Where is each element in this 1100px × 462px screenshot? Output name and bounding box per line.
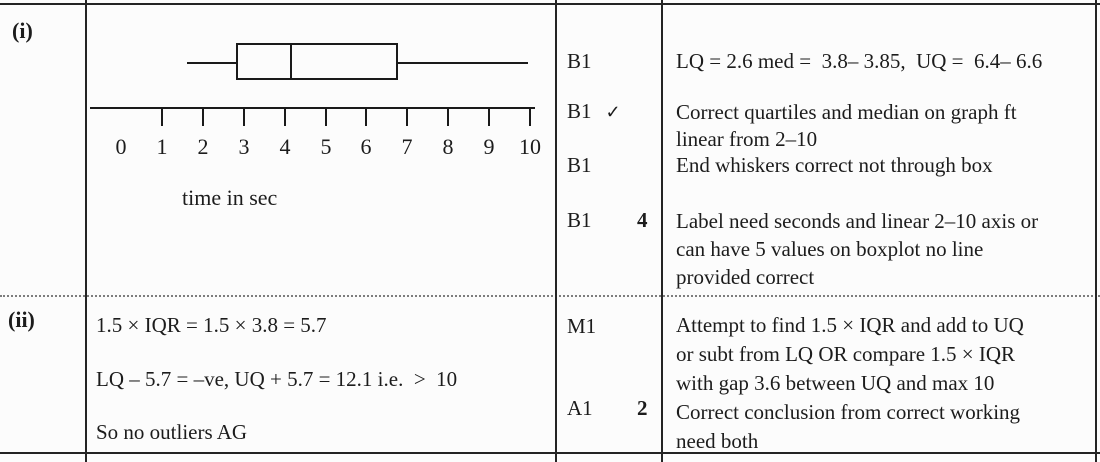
- mark-code: B1: [567, 153, 592, 177]
- comment-line: provided correct: [676, 265, 815, 289]
- comment-block: Label need seconds and linear 2–10 axis …: [676, 207, 1091, 291]
- comment-block: Correct quartiles and median on graph ft…: [676, 99, 1091, 153]
- axis-tick: [406, 109, 408, 126]
- mark-row: B1 4: [567, 207, 655, 234]
- mark-code: A1: [567, 396, 593, 420]
- axis-tick-label: 0: [115, 134, 127, 159]
- axis-tick: [447, 109, 449, 126]
- comment-line: End whiskers correct not through box: [676, 153, 993, 177]
- comment-line: Attempt to find 1.5 × IQR and add to UQ: [676, 313, 1024, 337]
- table-border-bottom: [0, 452, 1100, 454]
- row-separator-dashed: [0, 295, 1100, 297]
- comment-line: can have 5 values on boxplot no line: [676, 237, 984, 261]
- mark-row: B1: [567, 48, 655, 75]
- mark-code: B1: [567, 208, 592, 232]
- axis-tick-label: 6: [360, 134, 372, 159]
- axis-tick-label: 5: [320, 134, 332, 159]
- axis-label: time in sec: [182, 185, 278, 210]
- boxplot-median-line: [290, 43, 292, 80]
- part-label-ii: (ii): [8, 307, 35, 332]
- axis-tick-label: 10: [519, 134, 541, 159]
- mark-total: 2: [637, 396, 648, 420]
- axis-tick: [365, 109, 367, 126]
- mark-row: M1: [567, 313, 655, 340]
- comment-line: LQ = 2.6 med = 3.8– 3.85, UQ = 6.4– 6.6: [676, 49, 1043, 73]
- axis-tick: [488, 109, 490, 126]
- comment-line: linear from 2–10: [676, 127, 818, 151]
- boxplot-figure: 0 1 2 3 4 5 6 7 8 9 10 time in sec: [86, 30, 556, 230]
- comment-line: Correct quartiles and median on graph ft: [676, 100, 1017, 124]
- working-line: LQ – 5.7 = –ve, UQ + 5.7 = 12.1 i.e. > 1…: [96, 367, 458, 391]
- axis-tick: [202, 109, 204, 126]
- axis-tick: [161, 109, 163, 126]
- column-divider-comments: [661, 0, 663, 462]
- axis-tick: [325, 109, 327, 126]
- comment-line: Label need seconds and linear 2–10 axis …: [676, 209, 1039, 233]
- axis-tick-label: 8: [442, 134, 454, 159]
- mark-code: B1: [567, 49, 592, 73]
- mark-row: A1 2: [567, 395, 655, 422]
- mark-code: B1: [567, 99, 592, 123]
- comment-line: Correct conclusion from correct working: [676, 400, 1021, 424]
- boxplot-left-whisker: [187, 62, 236, 64]
- comment-line: with gap 3.6 between UQ and max 10: [676, 371, 995, 395]
- axis-tick-label: 9: [483, 134, 495, 159]
- table-border-top: [0, 3, 1100, 5]
- comment-block: Attempt to find 1.5 × IQR and add to UQ …: [676, 311, 1091, 456]
- mark-row: B1: [567, 152, 655, 179]
- working-line: 1.5 × IQR = 1.5 × 3.8 = 5.7: [96, 313, 327, 337]
- axis-tick-label: 4: [279, 134, 291, 159]
- mark-total: 4: [637, 208, 648, 232]
- column-divider-marks: [555, 0, 557, 462]
- axis-tick-label: 1: [156, 134, 168, 159]
- boxplot-right-whisker: [398, 62, 528, 64]
- axis-tick: [529, 109, 531, 126]
- boxplot-box: [236, 43, 398, 80]
- comment-line: need both: [676, 429, 759, 453]
- part-label-i: (i): [12, 18, 33, 43]
- axis-line: [90, 107, 535, 109]
- column-divider-part: [85, 0, 87, 462]
- axis-tick: [243, 109, 245, 126]
- axis-tick: [284, 109, 286, 126]
- comment-line: or subt from LQ OR compare 1.5 × IQR: [676, 342, 1016, 366]
- axis-tick-label: 7: [401, 134, 413, 159]
- working-line: So no outliers AG: [96, 420, 248, 444]
- mark-code: M1: [567, 314, 597, 338]
- mark-row: B1 ✓: [567, 98, 655, 126]
- axis-tick-label: 3: [238, 134, 250, 159]
- ft-tick-icon: ✓: [605, 102, 621, 122]
- axis-tick-label: 2: [197, 134, 209, 159]
- table-border-right: [1095, 0, 1097, 462]
